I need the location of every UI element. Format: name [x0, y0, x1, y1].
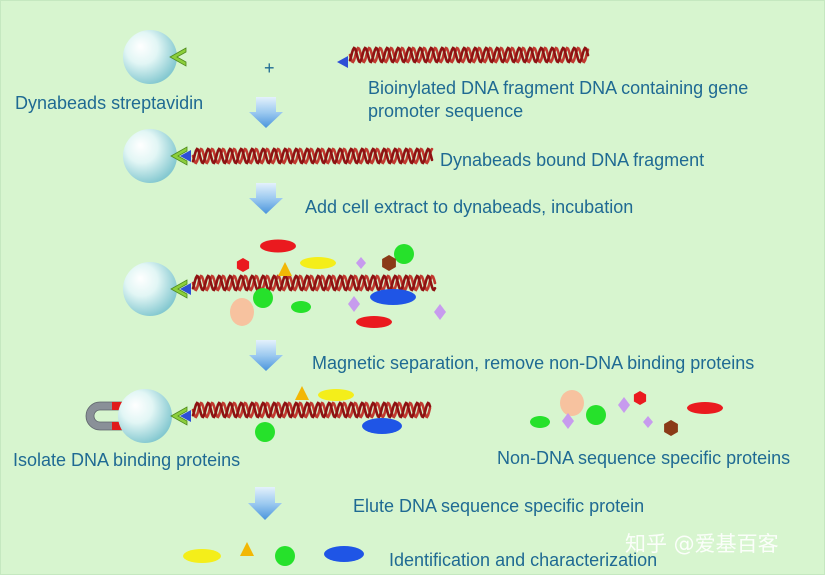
protein-green-circle — [275, 546, 295, 566]
protein-purple-diamond — [348, 296, 360, 312]
protein-green-circle — [394, 244, 414, 264]
protein-blue-ellipse — [370, 289, 416, 305]
incubation-label: Add cell extract to dynabeads, incubatio… — [305, 197, 633, 217]
elute-label: Elute DNA sequence specific protein — [353, 496, 644, 516]
protein-yellow-ellipse — [318, 389, 354, 401]
protein-peach-ellipse — [560, 390, 584, 416]
biotin-icon — [180, 283, 191, 295]
biotin-icon — [180, 410, 191, 422]
dynabead — [118, 389, 172, 443]
down-arrow-icon — [248, 487, 282, 520]
dna-helix — [348, 46, 590, 64]
streptavidin-icon — [170, 279, 188, 299]
protein-brown-hexagon — [382, 255, 396, 271]
protein-purple-diamond — [618, 397, 630, 413]
dna-helix — [191, 147, 434, 165]
identification-label: Identification and characterization — [389, 550, 657, 570]
plus-sign: + — [264, 58, 275, 78]
protein-red-ellipse — [260, 239, 296, 253]
protein-green-ellipse — [530, 416, 550, 428]
protein-red-ellipse — [356, 316, 392, 328]
protein-green-circle — [255, 422, 275, 442]
protein-red-ellipse — [687, 402, 723, 414]
protein-peach-ellipse — [230, 298, 254, 326]
protein-green-ellipse — [291, 301, 311, 313]
down-arrow-icon — [249, 97, 283, 128]
protein-gold-triangle — [278, 262, 292, 276]
protein-red-hexagon — [236, 258, 250, 272]
biotin-icon — [180, 150, 191, 162]
down-arrow-icon — [249, 340, 283, 371]
watermark: 知乎 @爱基百客 — [625, 532, 779, 556]
biotinylated-dna-label-line2: promoter sequence — [368, 101, 523, 121]
dna-strand — [191, 147, 434, 165]
dna-helix — [191, 274, 437, 292]
dynabeads-label: Dynabeads streptavidin — [15, 93, 203, 113]
dynabead — [123, 30, 177, 84]
dna-strand — [191, 274, 437, 292]
dna-strand — [191, 274, 437, 292]
dna-strand — [191, 401, 432, 419]
protein-yellow-ellipse — [183, 549, 221, 563]
protein-red-hexagon — [633, 391, 647, 405]
nonspecific-label: Non-DNA sequence specific proteins — [497, 448, 790, 468]
biotin-icon — [337, 56, 348, 68]
protein-blue-ellipse — [362, 418, 402, 434]
streptavidin-icon — [170, 146, 188, 166]
dna-helix — [191, 401, 432, 419]
dna-strand — [348, 46, 590, 64]
biotinylated-dna-label-line1: Bioinylated DNA fragment DNA containing … — [368, 78, 748, 98]
protein-blue-ellipse — [324, 546, 364, 562]
dynabead — [123, 262, 177, 316]
separation-label: Magnetic separation, remove non-DNA bind… — [312, 353, 754, 373]
protein-purple-diamond — [434, 304, 446, 320]
protein-gold-triangle — [295, 386, 309, 400]
protein-yellow-ellipse — [300, 257, 336, 269]
magnet-icon — [85, 401, 123, 431]
protein-gold-triangle — [240, 542, 254, 556]
streptavidin-icon — [169, 47, 187, 67]
bound-dna-label: Dynabeads bound DNA fragment — [440, 150, 704, 170]
protein-purple-diamond — [356, 257, 366, 269]
protein-purple-diamond — [562, 413, 574, 429]
protein-brown-hexagon — [664, 420, 678, 436]
isolate-label: Isolate DNA binding proteins — [13, 450, 240, 470]
protein-green-circle — [586, 405, 606, 425]
streptavidin-icon — [170, 406, 188, 426]
down-arrow-icon — [249, 183, 283, 214]
protein-green-circle — [253, 288, 273, 308]
dynabead — [123, 129, 177, 183]
protein-purple-diamond — [643, 416, 653, 428]
